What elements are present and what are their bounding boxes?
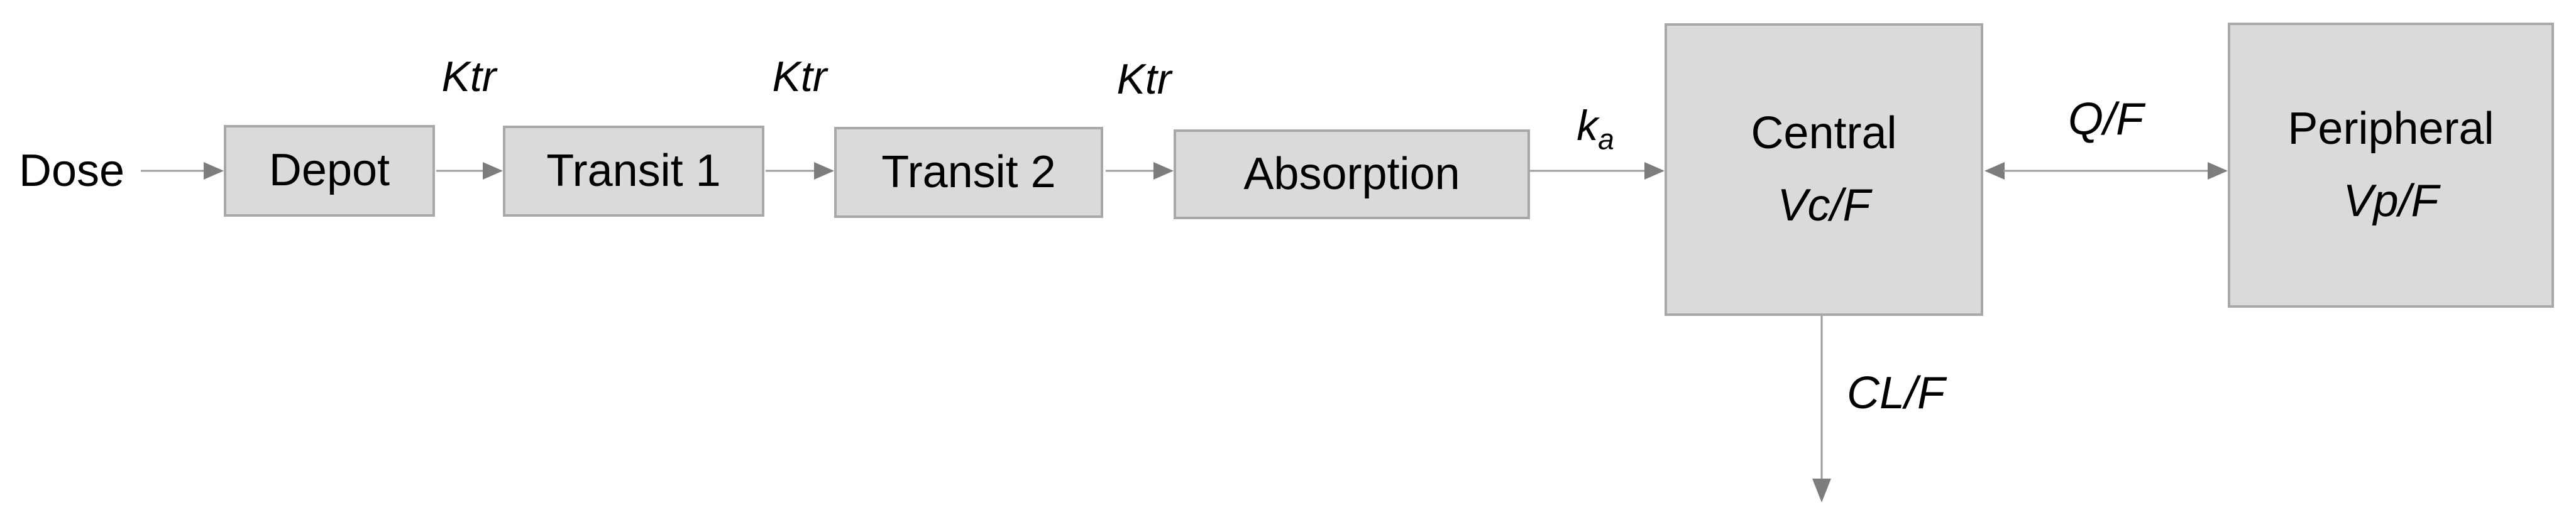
arrow-shaft xyxy=(766,170,815,172)
compartment-label: Absorption xyxy=(1243,148,1460,199)
arrow-transit1-to-transit2 xyxy=(766,160,834,182)
compartment-label: Peripheral xyxy=(2287,103,2494,154)
compartment-label: Depot xyxy=(268,145,390,196)
arrowhead-right-icon xyxy=(814,162,834,180)
arrow-central-peripheral-bidirectional xyxy=(1984,160,2228,182)
dose-label: Dose xyxy=(19,146,125,196)
qf-label: Q/F xyxy=(2068,94,2144,144)
compartment-volume-label: Vc/F xyxy=(1777,180,1871,231)
compartment-transit1: Transit 1 xyxy=(503,126,764,217)
ka-base: k xyxy=(1577,102,1599,149)
compartment-depot: Depot xyxy=(224,125,435,217)
arrow-shaft xyxy=(436,170,484,172)
arrow-shaft xyxy=(2003,170,2209,172)
arrowhead-down-icon xyxy=(1812,479,1831,502)
ktr-label-2: Ktr xyxy=(772,53,827,100)
arrowhead-right-icon xyxy=(1153,162,1174,180)
arrowhead-right-icon xyxy=(2208,162,2228,180)
arrow-absorption-to-central xyxy=(1530,160,1665,182)
arrow-central-elimination xyxy=(1811,316,1832,502)
arrow-shaft xyxy=(1106,170,1155,172)
arrowhead-left-icon xyxy=(1984,162,2005,180)
ka-label: ka xyxy=(1577,102,1614,154)
compartment-absorption: Absorption xyxy=(1174,129,1530,219)
arrow-dose-to-depot xyxy=(141,160,224,182)
arrow-transit2-to-absorption xyxy=(1106,160,1174,182)
clf-label: CL/F xyxy=(1847,368,1946,418)
compartment-peripheral: Peripheral Vp/F xyxy=(2228,23,2554,308)
arrow-shaft xyxy=(141,170,205,172)
arrow-shaft xyxy=(1820,316,1823,480)
arrowhead-right-icon xyxy=(483,162,503,180)
ktr-label-3: Ktr xyxy=(1116,55,1172,103)
ktr-label-1: Ktr xyxy=(441,53,497,100)
arrowhead-right-icon xyxy=(204,162,224,180)
compartment-transit2: Transit 2 xyxy=(834,127,1103,218)
compartment-label: Transit 2 xyxy=(881,146,1056,197)
arrowhead-right-icon xyxy=(1644,162,1665,180)
compartment-central: Central Vc/F xyxy=(1665,23,1983,316)
arrow-shaft xyxy=(1530,170,1646,172)
compartment-volume-label: Vp/F xyxy=(2343,176,2439,226)
compartment-label: Central xyxy=(1751,107,1897,158)
ka-subscript: a xyxy=(1598,122,1614,156)
compartment-label: Transit 1 xyxy=(546,145,721,196)
arrow-depot-to-transit1 xyxy=(436,160,503,182)
